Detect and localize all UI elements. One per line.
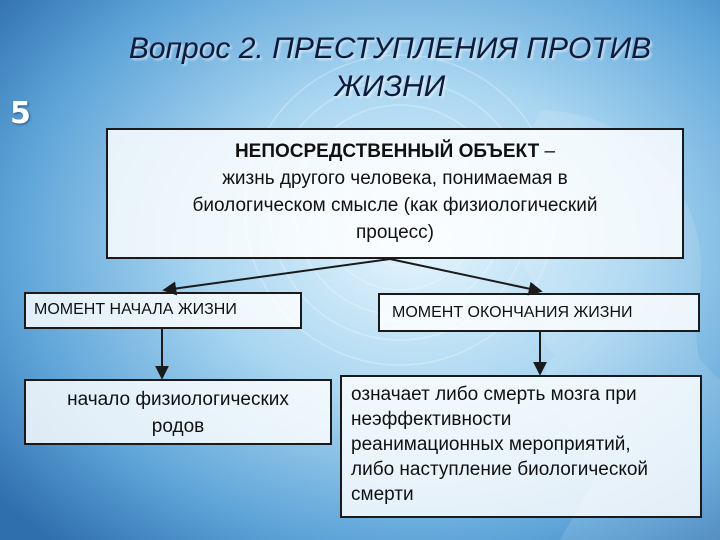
direct-object-box: НЕПОСРЕДСТВЕННЫЙ ОБЪЕКТ – жизнь другого … — [106, 128, 684, 259]
title-line-1: Вопрос 2. ПРЕСТУПЛЕНИЯ ПРОТИВ — [128, 32, 652, 65]
direct-object-heading: НЕПОСРЕДСТВЕННЫЙ ОБЪЕКТ — [234, 141, 540, 162]
direct-object-line-2: биологическом смысле (как физиологически… — [192, 195, 598, 216]
death-definition-box: означает либо смерть мозга при неэффекти… — [340, 375, 702, 518]
direct-object-line-1: жизнь другого человека, понимаемая в — [222, 168, 568, 189]
life-start-box: МОМЕНТ НАЧАЛА ЖИЗНИ — [24, 292, 302, 329]
life-end-box: МОМЕНТ ОКОНЧАНИЯ ЖИЗНИ — [378, 293, 700, 332]
direct-object-line-3: процесс) — [356, 222, 434, 243]
death-definition-line-2: неэффективности — [351, 409, 512, 430]
title-line-2: ЖИЗНИ — [334, 70, 446, 103]
birth-start-box: начало физиологических родов — [24, 379, 332, 445]
life-end-label: МОМЕНТ ОКОНЧАНИЯ ЖИЗНИ — [392, 304, 633, 321]
birth-start-line-1: начало физиологических — [67, 389, 289, 410]
slide-title: Вопрос 2. ПРЕСТУПЛЕНИЯ ПРОТИВ ЖИЗНИ — [70, 30, 710, 106]
death-definition-line-1: означает либо смерть мозга при — [351, 384, 637, 405]
slide-number: 5 — [10, 96, 31, 131]
direct-object-dash: – — [539, 141, 556, 162]
death-definition-line-3: реанимационных мероприятий, — [351, 434, 631, 455]
birth-start-line-2: родов — [151, 416, 205, 437]
death-definition-line-5: смерти — [351, 484, 414, 505]
life-start-label: МОМЕНТ НАЧАЛА ЖИЗНИ — [34, 301, 237, 318]
death-definition-line-4: либо наступление биологической — [351, 459, 649, 480]
